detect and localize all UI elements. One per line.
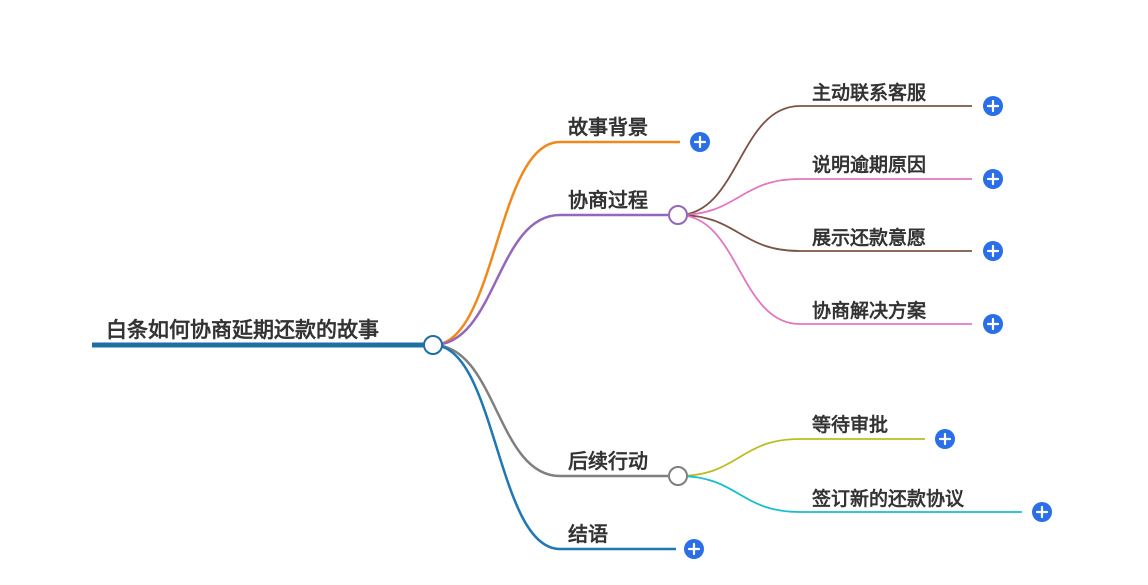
- expand-button-background[interactable]: [690, 132, 710, 152]
- leaf-label-await-approval[interactable]: 等待审批: [811, 413, 888, 436]
- leaf-label-show-willingness[interactable]: 展示还款意愿: [812, 226, 926, 249]
- expand-button-leaf-negotiation-0[interactable]: [983, 96, 1003, 116]
- plus-icon: [986, 317, 1000, 331]
- root-node-label[interactable]: 白条如何协商延期还款的故事: [106, 318, 379, 342]
- plus-icon: [693, 135, 707, 149]
- plus-icon: [1035, 505, 1049, 519]
- link-negotiation-to-leaf-2: [677, 214, 801, 252]
- link-root-to-followup: [432, 343, 561, 478]
- leaf-label-sign-agreement[interactable]: 签订新的还款协议: [811, 487, 965, 510]
- expand-button-leaf-negotiation-3[interactable]: [983, 314, 1003, 334]
- branch-label-conclusion[interactable]: 结语: [568, 522, 608, 546]
- branch-label-negotiation[interactable]: 协商过程: [568, 188, 648, 212]
- leaf-label-explain-reason[interactable]: 说明逾期原因: [812, 153, 926, 176]
- plus-icon: [986, 244, 1000, 258]
- plus-icon: [986, 172, 1000, 186]
- link-root-to-conclusion: [432, 343, 561, 551]
- leaf-label-negotiate-solution[interactable]: 协商解决方案: [812, 299, 927, 322]
- link-followup-to-leaf-1: [677, 475, 801, 513]
- node-underlines: [92, 105, 1022, 551]
- expand-button-leaf-followup-0[interactable]: [935, 429, 955, 449]
- link-root-to-negotiation: [432, 213, 561, 347]
- link-negotiation-to-leaf-3: [677, 214, 801, 325]
- plus-icon: [986, 99, 1000, 113]
- plus-icon: [938, 432, 952, 446]
- collapse-root[interactable]: [423, 335, 443, 355]
- branch-label-followup[interactable]: 后续行动: [568, 449, 648, 473]
- node-labels: 白条如何协商延期还款的故事 故事背景 协商过程 后续行动 结语 主动联系客服 说…: [106, 81, 965, 546]
- link-root-to-background: [432, 140, 561, 347]
- collapse-circles: [423, 205, 688, 486]
- expand-button-leaf-negotiation-2[interactable]: [983, 241, 1003, 261]
- expand-button-leaf-negotiation-1[interactable]: [983, 169, 1003, 189]
- link-followup-to-leaf-0: [677, 438, 801, 477]
- connector-lines: [432, 105, 801, 551]
- expand-button-leaf-followup-1[interactable]: [1032, 502, 1052, 522]
- expand-buttons: [684, 96, 1052, 559]
- collapse-followup[interactable]: [668, 466, 688, 486]
- branch-label-background[interactable]: 故事背景: [568, 115, 648, 139]
- leaf-label-contact-service[interactable]: 主动联系客服: [812, 81, 927, 104]
- link-negotiation-to-leaf-0: [677, 105, 801, 216]
- link-negotiation-to-leaf-1: [677, 178, 801, 216]
- plus-icon: [687, 542, 701, 556]
- collapse-negotiation[interactable]: [668, 205, 688, 225]
- expand-button-conclusion[interactable]: [684, 539, 704, 559]
